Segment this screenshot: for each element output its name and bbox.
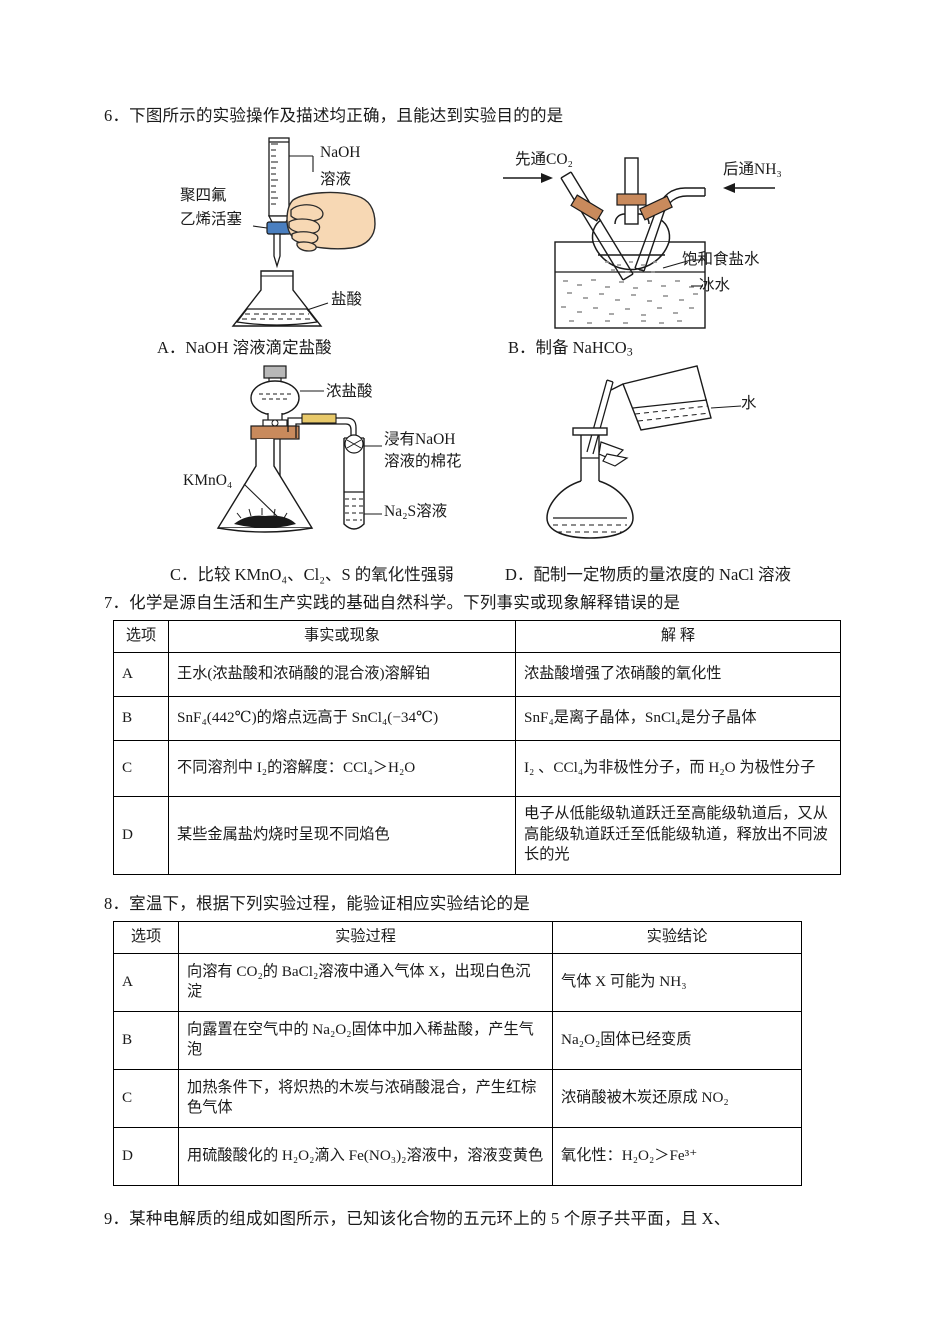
- row-option: D: [113, 795, 169, 875]
- table-row: C 加热条件下，将炽热的木炭与浓硝酸混合，产生红棕色气体 浓硝酸被木炭还原成 N…: [113, 1068, 802, 1128]
- figure-d-svg: [546, 365, 742, 539]
- row-explain: SnF₄是离子晶体，SnCl₄是分子晶体: [515, 695, 841, 741]
- funnel-stopper-icon: [263, 365, 287, 379]
- option-b-text: B．制备 NaHCO: [508, 338, 627, 357]
- co2-arrow-icon: [503, 173, 553, 183]
- label-naoh-cotton-line2: 溶液的棉花: [384, 453, 462, 470]
- hand-icon: [286, 191, 376, 252]
- label-water: 水: [741, 395, 757, 412]
- row-process: 加热条件下，将炽热的木炭与浓硝酸混合，产生红棕色气体: [178, 1068, 553, 1128]
- row-option: C: [113, 739, 169, 797]
- header-option: 选项: [113, 620, 169, 653]
- test-tube-icon: [343, 434, 365, 530]
- header-explain: 解 释: [515, 620, 841, 653]
- rubber-stopper-left-icon: [570, 194, 604, 222]
- table-row: D 用硫酸酸化的 H₂O₂滴入 Fe(NO₃)₂溶液中，溶液变黄色 氧化性：H₂…: [113, 1126, 802, 1186]
- row-option: A: [113, 651, 169, 697]
- label-na2s-solution: Na₂S溶液: [384, 503, 448, 520]
- figure-a-titration: NaOH 溶液 聚四氟 乙烯活塞 盐酸: [180, 137, 450, 328]
- row-fact: 王水(浓盐酸和浓硝酸的混合液)溶解铂: [168, 651, 516, 697]
- table-header-row: 选项 实验过程 实验结论: [113, 921, 802, 954]
- row-explain: 电子从低能级轨道跃迁至高能级轨道后，又从高能级轨道跃迁至低能级轨道，释放出不同波…: [515, 795, 841, 875]
- option-a-label: A．NaOH 溶液滴定盐酸: [157, 338, 332, 357]
- nh3-arrow-icon: [723, 183, 775, 193]
- question-8-table: 选项 实验过程 实验结论 A 向溶有 CO₂的 BaCl₂溶液中通入气体 X，出…: [113, 921, 802, 1186]
- table-row: B SnF₄(442℃)的熔点远高于 SnCl₄(−34℃) SnF₄是离子晶体…: [113, 695, 841, 741]
- table-header-row: 选项 事实或现象 解 释: [113, 620, 841, 653]
- option-b-sub: 3: [626, 344, 633, 359]
- option-b-label: B．制备 NaHCO3: [508, 334, 633, 360]
- row-explain: 浓盐酸增强了浓硝酸的氧化性: [515, 651, 841, 697]
- table-row: A 王水(浓盐酸和浓硝酸的混合液)溶解铂 浓盐酸增强了浓硝酸的氧化性: [113, 651, 841, 697]
- row-process: 用硫酸酸化的 H₂O₂滴入 Fe(NO₃)₂溶液中，溶液变黄色: [178, 1126, 553, 1186]
- label-ptfe-line2: 乙烯活塞: [180, 211, 243, 228]
- label-ptfe-line1: 聚四氟: [180, 187, 227, 204]
- cotton-ball-icon: [344, 434, 364, 454]
- label-naoh-cotton-line1: 浸有NaOH: [384, 431, 456, 448]
- question-7-table: 选项 事实或现象 解 释 A 王水(浓盐酸和浓硝酸的混合液)溶解铂 浓盐酸增强了…: [113, 620, 841, 875]
- table-row: D 某些金属盐灼烧时呈现不同焰色 电子从低能级轨道跃迁至高能级轨道后，又从高能级…: [113, 795, 841, 875]
- label-naoh-solution: 溶液: [320, 171, 352, 188]
- question-9-stem: 9．某种电解质的组成如图所示，已知该化合物的五元环上的 5 个原子共平面，且 X…: [104, 1209, 731, 1228]
- row-conclusion: 气体 X 可能为 NH₃: [552, 952, 802, 1012]
- rubber-stopper-right-icon: [639, 195, 673, 221]
- table-row: C 不同溶剂中 I₂的溶解度：CCl₄＞H₂O I₂ 、CCl₄为非极性分子，而…: [113, 739, 841, 797]
- figure-b-nahco3: 先通CO₂ 后通NH₃ 饱和食盐水 冰水: [495, 150, 840, 330]
- question-6-stem: 6．下图所示的实验操作及描述均正确，且能达到实验目的的是: [104, 106, 564, 125]
- row-conclusion: Na₂O₂固体已经变质: [552, 1010, 802, 1070]
- label-naoh: NaOH: [320, 144, 361, 161]
- row-conclusion: 氧化性：H₂O₂＞Fe³⁺: [552, 1126, 802, 1186]
- row-process: 向溶有 CO₂的 BaCl₂溶液中通入气体 X，出现白色沉淀: [178, 952, 553, 1012]
- label-kmno4: KMnO₄: [183, 472, 233, 489]
- row-option: C: [113, 1068, 179, 1128]
- glass-rod-icon: [586, 379, 614, 455]
- flask-stopper-icon: [250, 425, 300, 440]
- label-ice-water: 冰水: [699, 277, 731, 294]
- option-d-label: D．配制一定物质的量浓度的 NaCl 溶液: [505, 565, 791, 584]
- co2-inlet-tube: [560, 171, 634, 281]
- yellow-tube-section-icon: [301, 413, 337, 424]
- volumetric-flask-icon: [546, 427, 634, 539]
- question-8-stem: 8．室温下，根据下列实验过程，能验证相应实验结论的是: [104, 894, 530, 913]
- label-hydrochloric-acid: 盐酸: [331, 291, 363, 308]
- row-fact: 不同溶剂中 I₂的溶解度：CCl₄＞H₂O: [168, 739, 516, 797]
- row-option: B: [113, 1010, 179, 1070]
- row-fact: 某些金属盐灼烧时呈现不同焰色: [168, 795, 516, 875]
- conical-flask-icon: [231, 270, 323, 327]
- rubber-stopper-center-icon: [616, 193, 647, 206]
- header-fact: 事实或现象: [168, 620, 516, 653]
- dropping-funnel-icon: [250, 380, 300, 416]
- row-option: B: [113, 695, 169, 741]
- question-7-stem: 7．化学是源自生活和生产实践的基础自然科学。下列事实或现象解释错误的是: [104, 593, 681, 612]
- option-c-label: C．比较 KMnO₄、Cl₂、S 的氧化性强弱: [170, 565, 454, 584]
- header-process: 实验过程: [178, 921, 553, 954]
- row-process: 向露置在空气中的 Na₂O₂固体中加入稀盐酸，产生气泡: [178, 1010, 553, 1070]
- header-option: 选项: [113, 921, 179, 954]
- table-row: A 向溶有 CO₂的 BaCl₂溶液中通入气体 X，出现白色沉淀 气体 X 可能…: [113, 952, 802, 1012]
- kmno4-flask-icon: [216, 439, 314, 533]
- beaker-icon: [610, 365, 712, 431]
- figure-b-svg: [503, 157, 775, 329]
- row-explain: I₂ 、CCl₄为非极性分子，而 H₂O 为极性分子: [515, 739, 841, 797]
- label-co2-first: 先通CO₂: [515, 151, 573, 168]
- row-conclusion: 浓硝酸被木炭还原成 NO₂: [552, 1068, 802, 1128]
- label-nh3-later: 后通NH₃: [723, 161, 782, 178]
- row-fact: SnF₄(442℃)的熔点远高于 SnCl₄(−34℃): [168, 695, 516, 741]
- figure-a-svg: [231, 137, 376, 327]
- header-conclusion: 实验结论: [552, 921, 802, 954]
- label-saturated-brine: 饱和食盐水: [682, 251, 760, 268]
- row-option: A: [113, 952, 179, 1012]
- figure-c-svg: [216, 365, 382, 533]
- label-concentrated-hcl: 浓盐酸: [326, 383, 373, 400]
- row-option: D: [113, 1126, 179, 1186]
- figure-c-kmno4: 浓盐酸 浸有NaOH 溶液的棉花 KMnO₄ Na₂S溶液: [183, 365, 471, 541]
- table-row: B 向露置在空气中的 Na₂O₂固体中加入稀盐酸，产生气泡 Na₂O₂固体已经变…: [113, 1010, 802, 1070]
- figure-d-volumetric-flask: 水: [545, 365, 810, 541]
